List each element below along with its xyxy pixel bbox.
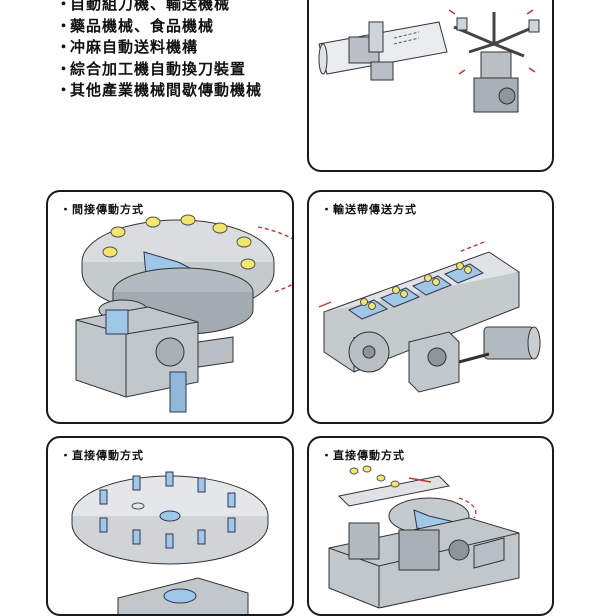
application-list: ・自動組刀機、輸送機械 ・藥品機械、食品機械 ・冲麻自動送料機構 ・綜合加工機自… — [56, 0, 262, 102]
bullet: ・ — [56, 0, 73, 13]
panel-title: ・間接傳動方式 — [60, 203, 144, 216]
application-item: ・藥品機械、食品機械 — [56, 16, 262, 38]
index-drive-arm-illustration — [318, 9, 540, 113]
panel-direct-drive: ・直接傳動方式 — [46, 436, 294, 616]
bullet: ・ — [56, 81, 73, 99]
panel-title: ・直接傳動方式 — [321, 449, 405, 462]
panel-title: ・輸送帶傳送方式 — [321, 203, 417, 216]
application-item: ・綜合加工機自動換刀裝置 — [56, 59, 262, 81]
bullet: ・ — [56, 59, 73, 78]
application-item: ・冲麻自動送料機構 — [56, 37, 262, 59]
indirect-drive-illustration — [75, 214, 292, 413]
bullet: ・ — [56, 38, 73, 56]
panel-title: ・直接傳動方式 — [60, 449, 144, 462]
conveyor-illustration — [318, 241, 541, 393]
panel-direct-drive-2: ・直接傳動方式 — [307, 436, 554, 616]
bullet: ・ — [56, 16, 73, 35]
panel-top-right — [307, 0, 554, 172]
panel-indirect-drive: ・間接傳動方式 — [46, 190, 294, 424]
application-item: ・自動組刀機、輸送機械 — [56, 0, 262, 16]
application-item: ・其他產業機械間歇傳動機械 — [56, 80, 262, 102]
direct-drive-bench-illustration — [328, 465, 520, 609]
panel-conveyor: ・輸送帶傳送方式 — [307, 190, 554, 424]
direct-drive-illustration — [71, 471, 269, 614]
